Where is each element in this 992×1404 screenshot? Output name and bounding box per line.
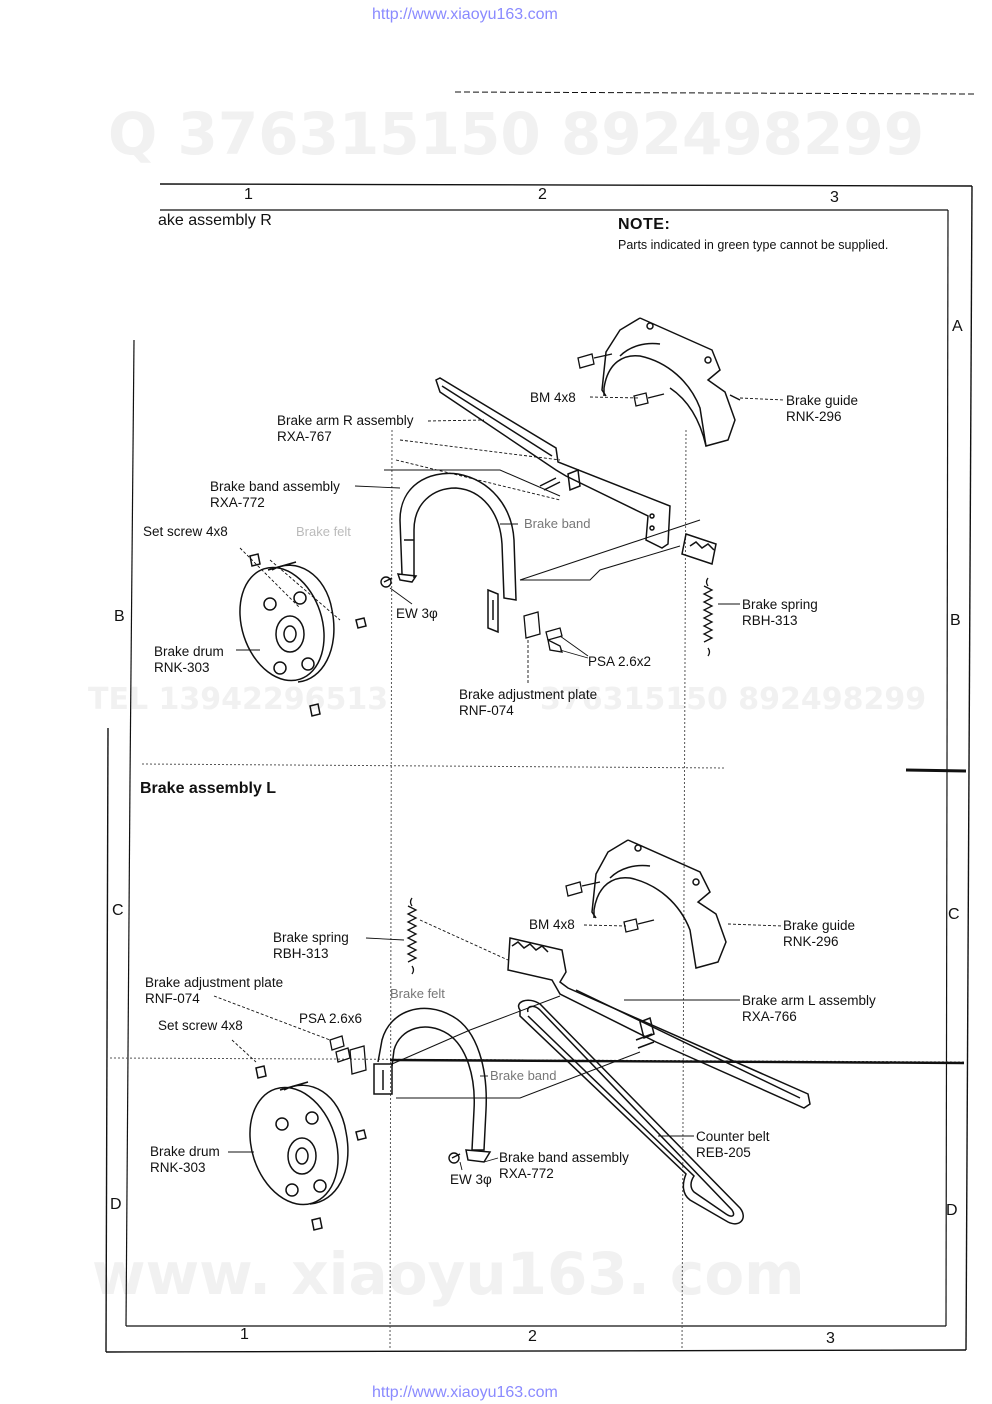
- top-edge-line: [454, 91, 976, 95]
- column-label-bottom-3: 3: [826, 1330, 835, 1347]
- brake-spring-r: [702, 577, 714, 657]
- brake-band-r: [396, 472, 517, 634]
- header-url[interactable]: http://www.xiaoyu163.com: [372, 6, 558, 23]
- row-label-right-b: B: [950, 612, 961, 629]
- watermark-bottom: www. xiaoyu163. com: [92, 1240, 805, 1308]
- watermark-middle-right: 376315150 892498299: [540, 682, 927, 717]
- watermark-top: Q 376315150 892498299: [108, 100, 925, 168]
- footer-url[interactable]: http://www.xiaoyu163.com: [372, 1384, 558, 1401]
- label-l-brake-felt: Brake felt: [390, 986, 445, 1001]
- inner-frame: [125, 209, 949, 1327]
- brake-spring-l: [406, 897, 418, 975]
- row-label-left-d: D: [110, 1196, 122, 1213]
- brake-guide-l: [591, 839, 727, 969]
- column-label-bottom-1: 1: [240, 1326, 249, 1343]
- brake-guide-r: [601, 317, 741, 447]
- label-l-set-screw: Set screw 4x8: [158, 1018, 243, 1033]
- label-l-psa-screw: PSA 2.6x6: [299, 1011, 363, 1026]
- watermark-middle-left: TEL 13942296513: [88, 682, 389, 717]
- label-l-ew-clip: EW 3φ: [450, 1172, 492, 1187]
- screws-bm-r: [577, 353, 665, 407]
- grid-lines: [109, 429, 965, 1351]
- ew-clip-l: [448, 1152, 461, 1164]
- column-label-top-2: 2: [538, 186, 547, 203]
- section-title-r: ake assembly R: [158, 212, 272, 229]
- outer-frame: [105, 183, 973, 1353]
- label-r-brake-band: Brake band: [524, 516, 591, 531]
- brake-band-l: [373, 1007, 492, 1163]
- note-text: Parts indicated in green type cannot be …: [618, 238, 889, 252]
- label-r-set-screw: Set screw 4x8: [143, 524, 228, 539]
- assembly-guide-l: [391, 995, 641, 1099]
- row-label-left-c: C: [112, 902, 124, 919]
- ew-clip-r: [380, 576, 393, 588]
- label-r-bm-screw: BM 4x8: [530, 390, 576, 405]
- column-label-bottom-2: 2: [528, 1328, 537, 1345]
- brake-arm-l: [507, 937, 811, 1109]
- adjustment-plate-r: [523, 611, 563, 653]
- adjustment-plate-l: [329, 1035, 367, 1075]
- assembly-guide-r: [384, 469, 701, 581]
- row-divider-mark: [905, 768, 967, 773]
- brake-drum-r: [239, 553, 367, 717]
- label-r-ew-clip: EW 3φ: [396, 606, 438, 621]
- label-r-psa-screw: PSA 2.6x2: [588, 654, 652, 669]
- screws-bm-l: [565, 881, 655, 933]
- brake-arm-r: [435, 377, 717, 565]
- section-title-l: Brake assembly L: [140, 780, 277, 797]
- label-l-brake-band: Brake band: [490, 1068, 557, 1083]
- leaders-r: [236, 396, 785, 684]
- leaders-l: [213, 919, 783, 1171]
- counter-belt: [517, 999, 744, 1225]
- row-label-right-c: C: [948, 906, 960, 923]
- row-divider-bold: [389, 1058, 965, 1065]
- label-l-bm-screw: BM 4x8: [529, 917, 575, 932]
- brake-drum-l: [249, 1065, 367, 1231]
- row-label-right-d: D: [946, 1202, 958, 1219]
- row-label-left-b: B: [114, 608, 125, 625]
- note-heading: NOTE:: [618, 216, 671, 233]
- row-label-right-a: A: [952, 318, 963, 335]
- column-label-top-1: 1: [244, 186, 253, 203]
- column-label-top-3: 3: [830, 189, 839, 206]
- label-r-brake-felt: Brake felt: [296, 524, 351, 539]
